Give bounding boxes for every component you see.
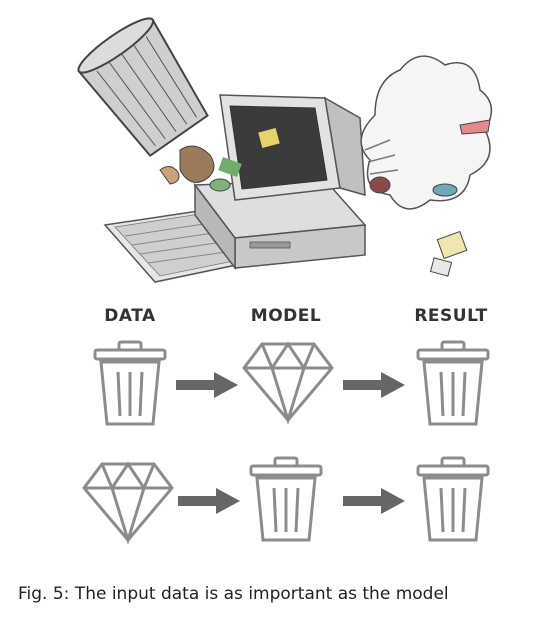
tilted-trash-can	[77, 17, 209, 158]
garbage-in-garbage-out-illustration	[77, 17, 493, 283]
monitor-icon	[218, 94, 366, 201]
trash-can-icon	[93, 340, 167, 426]
arrow-right-icon	[343, 488, 405, 514]
arrow-right-icon	[176, 372, 238, 398]
column-label-result: RESULT	[414, 306, 488, 326]
column-label-data: DATA	[104, 306, 156, 326]
trash-can-icon	[249, 456, 323, 542]
spilling-garbage	[159, 145, 231, 192]
arrow-right-icon	[343, 372, 405, 398]
garbage-cloud	[360, 55, 493, 277]
diamond-icon	[82, 461, 174, 544]
column-label-model: MODEL	[250, 306, 322, 326]
arrow-right-icon	[178, 488, 240, 514]
trash-can-icon	[416, 456, 490, 542]
diamond-icon	[242, 341, 334, 424]
trash-can-icon	[416, 340, 490, 426]
figure-caption: Fig. 5: The input data is as important a…	[18, 584, 449, 604]
